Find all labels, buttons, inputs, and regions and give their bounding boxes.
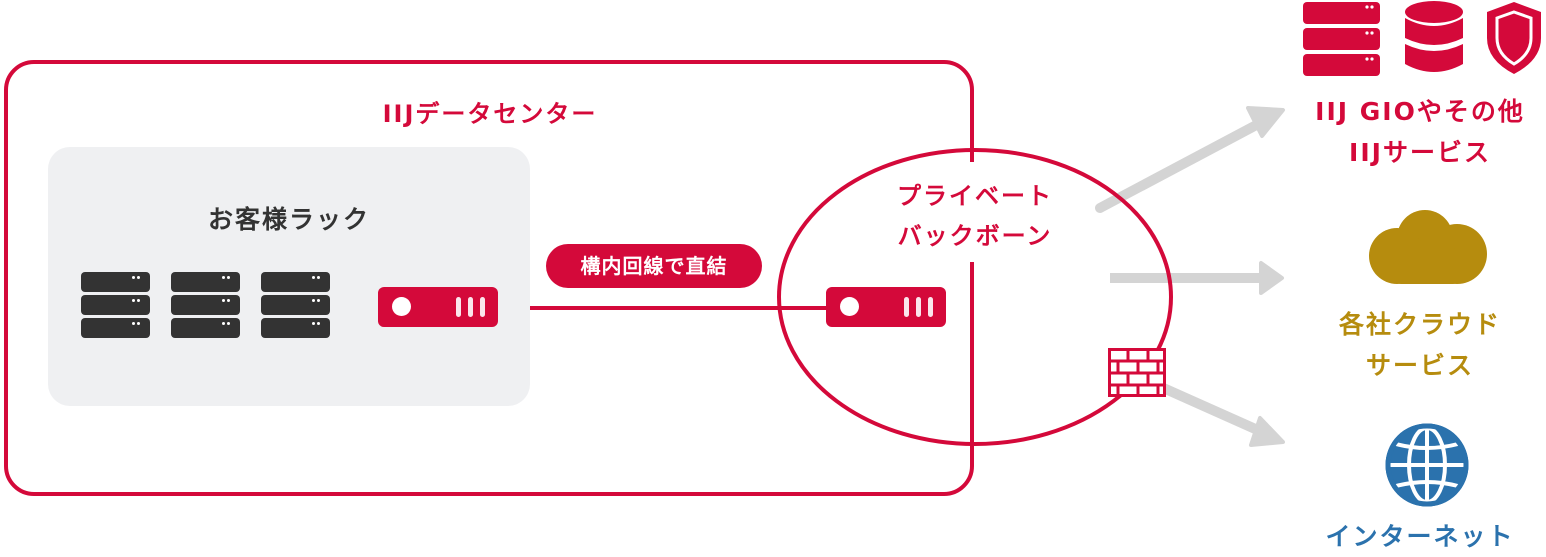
cloud-services-label-line1: 各社クラウド	[1338, 310, 1501, 339]
server-stack-icon	[171, 272, 240, 341]
firewall-icon	[1108, 348, 1166, 397]
cloud-services-label: 各社クラウド サービス	[1290, 304, 1546, 386]
server-unit	[261, 318, 330, 338]
backbone-label-line1: プライベート	[897, 182, 1053, 210]
server-unit	[81, 272, 150, 292]
arrow-to-cloud-services	[1110, 261, 1284, 295]
label-gap	[962, 162, 978, 262]
server-unit	[171, 318, 240, 338]
arrow-to-internet	[1145, 377, 1285, 447]
datacenter-title: IIJデータセンター	[382, 100, 598, 128]
cloud-icon	[1363, 208, 1491, 288]
server-unit	[261, 272, 330, 292]
direct-connection-badge: 構内回線で直結	[546, 244, 762, 288]
server-stack-icon	[1303, 2, 1381, 80]
server-stack-icon	[81, 272, 150, 341]
shield-icon	[1484, 0, 1544, 80]
backbone-router-icon	[826, 287, 946, 327]
database-icon	[1403, 0, 1465, 82]
internet-label: インターネット	[1325, 522, 1515, 551]
private-backbone-label: プライベート バックボーン	[860, 176, 1090, 256]
iij-services-label-line1: IIJ GIOやその他	[1315, 97, 1525, 126]
server-stack-icon	[261, 272, 330, 341]
iij-services-label-line2: IIJサービス	[1349, 138, 1491, 167]
customer-router-icon	[378, 287, 498, 327]
server-unit	[81, 295, 150, 315]
server-unit	[171, 272, 240, 292]
server-unit	[261, 295, 330, 315]
private-backbone-ellipse	[777, 148, 1173, 446]
customer-rack-title: お客様ラック	[207, 205, 370, 234]
arrow-to-iij-services	[1095, 106, 1285, 213]
datacenter-boundary	[4, 60, 974, 496]
server-unit	[81, 318, 150, 338]
server-unit	[171, 295, 240, 315]
globe-icon	[1384, 422, 1470, 512]
cloud-services-label-line2: サービス	[1365, 351, 1474, 380]
iij-services-label: IIJ GIOやその他 IIJサービス	[1290, 91, 1546, 173]
backbone-label-line2: バックボーン	[897, 222, 1053, 250]
